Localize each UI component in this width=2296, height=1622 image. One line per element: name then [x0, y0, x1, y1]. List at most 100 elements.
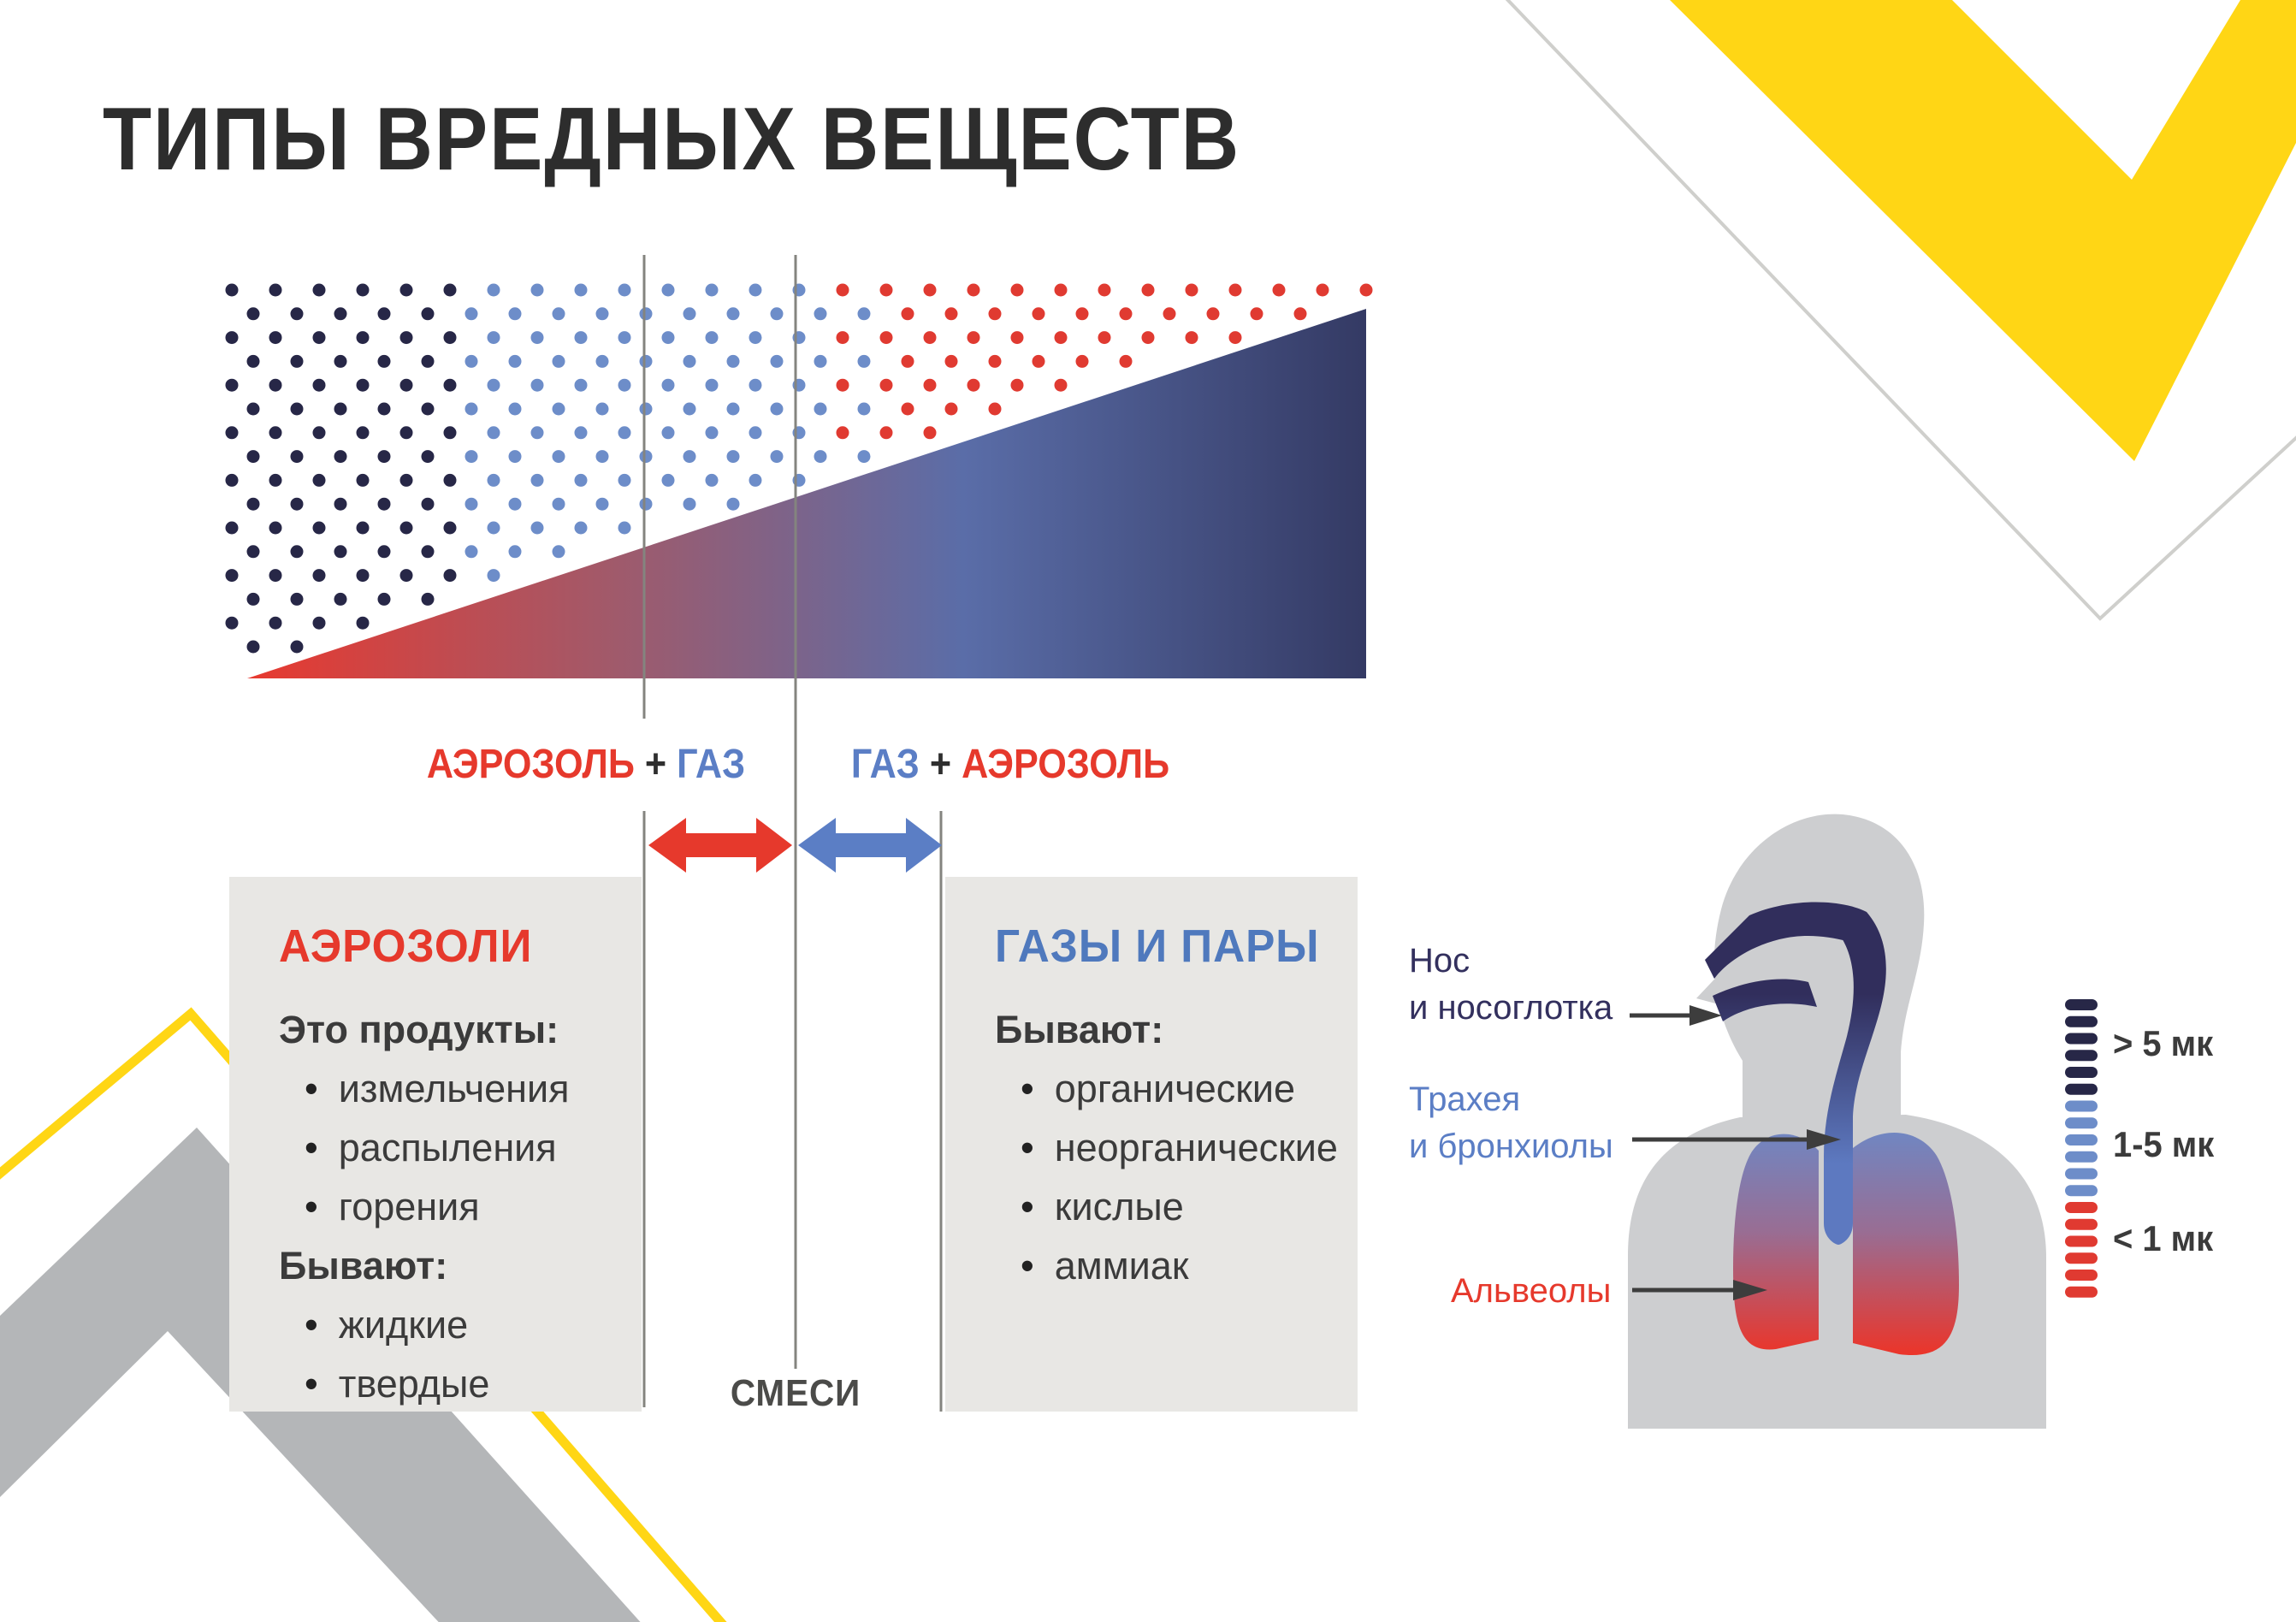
aerosol-box-subheading: Бывают: [279, 1243, 448, 1288]
particle-dot [443, 283, 457, 297]
aerosol-product-item: распыления [279, 1118, 624, 1177]
particle-dot [814, 307, 827, 321]
particle-dot [377, 545, 391, 559]
particle-dot [421, 545, 435, 559]
particle-dot [530, 521, 544, 535]
particle-dot [618, 378, 631, 392]
particle-dot [377, 592, 391, 606]
blue-double-arrow-icon [798, 818, 942, 873]
particle-dot [443, 473, 457, 487]
gas-info-box: ГАЗЫ И ПАРЫ Бывают: органические неорган… [945, 877, 1358, 1412]
particle-dot [618, 521, 631, 535]
legend-dash [2065, 1151, 2098, 1163]
nasal-cavity [1705, 902, 1877, 979]
particle-dot [552, 307, 565, 321]
particle-dot [1316, 283, 1329, 297]
particle-dot [1010, 378, 1024, 392]
particle-dot [225, 473, 239, 487]
particle-dot [246, 592, 260, 606]
particle-dot [1098, 283, 1111, 297]
particle-dot [726, 354, 740, 368]
particle-dot [683, 402, 696, 416]
particle-dot [618, 331, 631, 345]
decor-top-right [1505, 0, 2296, 621]
particle-dot [726, 402, 740, 416]
aerosol-product-item: измельчения [279, 1059, 624, 1118]
particle-dot [508, 545, 522, 559]
particle-dot [334, 354, 347, 368]
particle-dot [487, 569, 500, 583]
particle-dot [421, 402, 435, 416]
particle-dot [225, 283, 239, 297]
particle-dot [683, 307, 696, 321]
aerosol-box-intro: Это продукты: [279, 1007, 559, 1051]
particle-dot [661, 331, 675, 345]
particle-dot [901, 307, 914, 321]
particle-dot [618, 426, 631, 440]
nose-label: Нос и носоглотка [1409, 938, 1613, 1032]
particle-dot [334, 307, 347, 321]
particle-dot [312, 473, 326, 487]
particle-dot [225, 569, 239, 583]
particle-dot [269, 616, 282, 630]
particle-dot [836, 426, 849, 440]
silhouette-head [1713, 814, 1925, 1129]
legend-scale [2065, 999, 2098, 1298]
legend-dash [2065, 1168, 2098, 1180]
particle-dot [334, 450, 347, 464]
particle-dot [356, 283, 370, 297]
particle-dot [574, 521, 588, 535]
particle-dot [334, 545, 347, 559]
particle-dot [814, 354, 827, 368]
particle-dot [705, 378, 719, 392]
particle-dot [246, 307, 260, 321]
particle-dot [879, 331, 893, 345]
particle-dot [836, 378, 849, 392]
particle-dot [508, 354, 522, 368]
mixtures-label: СМЕСИ [730, 1372, 861, 1414]
pointer-arrows [1630, 1005, 1841, 1300]
particle-dot [443, 426, 457, 440]
particle-dot [356, 331, 370, 345]
particle-dot [508, 402, 522, 416]
legend-dash [2065, 1270, 2098, 1281]
trachea-label-line1: Трахея [1409, 1080, 1521, 1118]
legend-dash [2065, 999, 2098, 1010]
particle-dot [944, 307, 958, 321]
zone-label-left-aerosol: АЭРОЗОЛЬ [426, 742, 635, 787]
particle-dot [574, 378, 588, 392]
red-double-arrow-icon [648, 818, 792, 873]
particle-dot [269, 473, 282, 487]
particle-dot [988, 354, 1002, 368]
particle-dot [225, 616, 239, 630]
particle-dot [246, 354, 260, 368]
aerosol-type-item: твердые [279, 1354, 624, 1413]
zone-label-gas-aerosol: ГАЗ + АЭРОЗОЛЬ [849, 741, 1172, 788]
legend-dash [2065, 1202, 2098, 1213]
particle-dot [857, 450, 871, 464]
legend-dash [2065, 1286, 2098, 1298]
gray-line-chevron-top-icon [1505, 0, 2296, 621]
particle-dot [574, 331, 588, 345]
particle-dot [726, 497, 740, 511]
particle-dot [552, 545, 565, 559]
pharynx-trachea [1824, 912, 1886, 1245]
legend-dash [2065, 1117, 2098, 1129]
particle-dot [377, 307, 391, 321]
particle-dot [1075, 354, 1089, 368]
particle-dot [574, 426, 588, 440]
trachea-label-line2: и бронхиолы [1409, 1128, 1613, 1165]
particle-dot [923, 331, 937, 345]
particle-dot [1075, 307, 1089, 321]
particle-dot [552, 450, 565, 464]
particle-dot [639, 497, 653, 511]
particle-dot [618, 283, 631, 297]
zone-label-right-plus: + [929, 742, 952, 787]
particle-dot [661, 426, 675, 440]
particle-dot [356, 616, 370, 630]
particle-dot [705, 283, 719, 297]
particle-dot [923, 283, 937, 297]
particle-dot [901, 402, 914, 416]
particle-dot [726, 450, 740, 464]
